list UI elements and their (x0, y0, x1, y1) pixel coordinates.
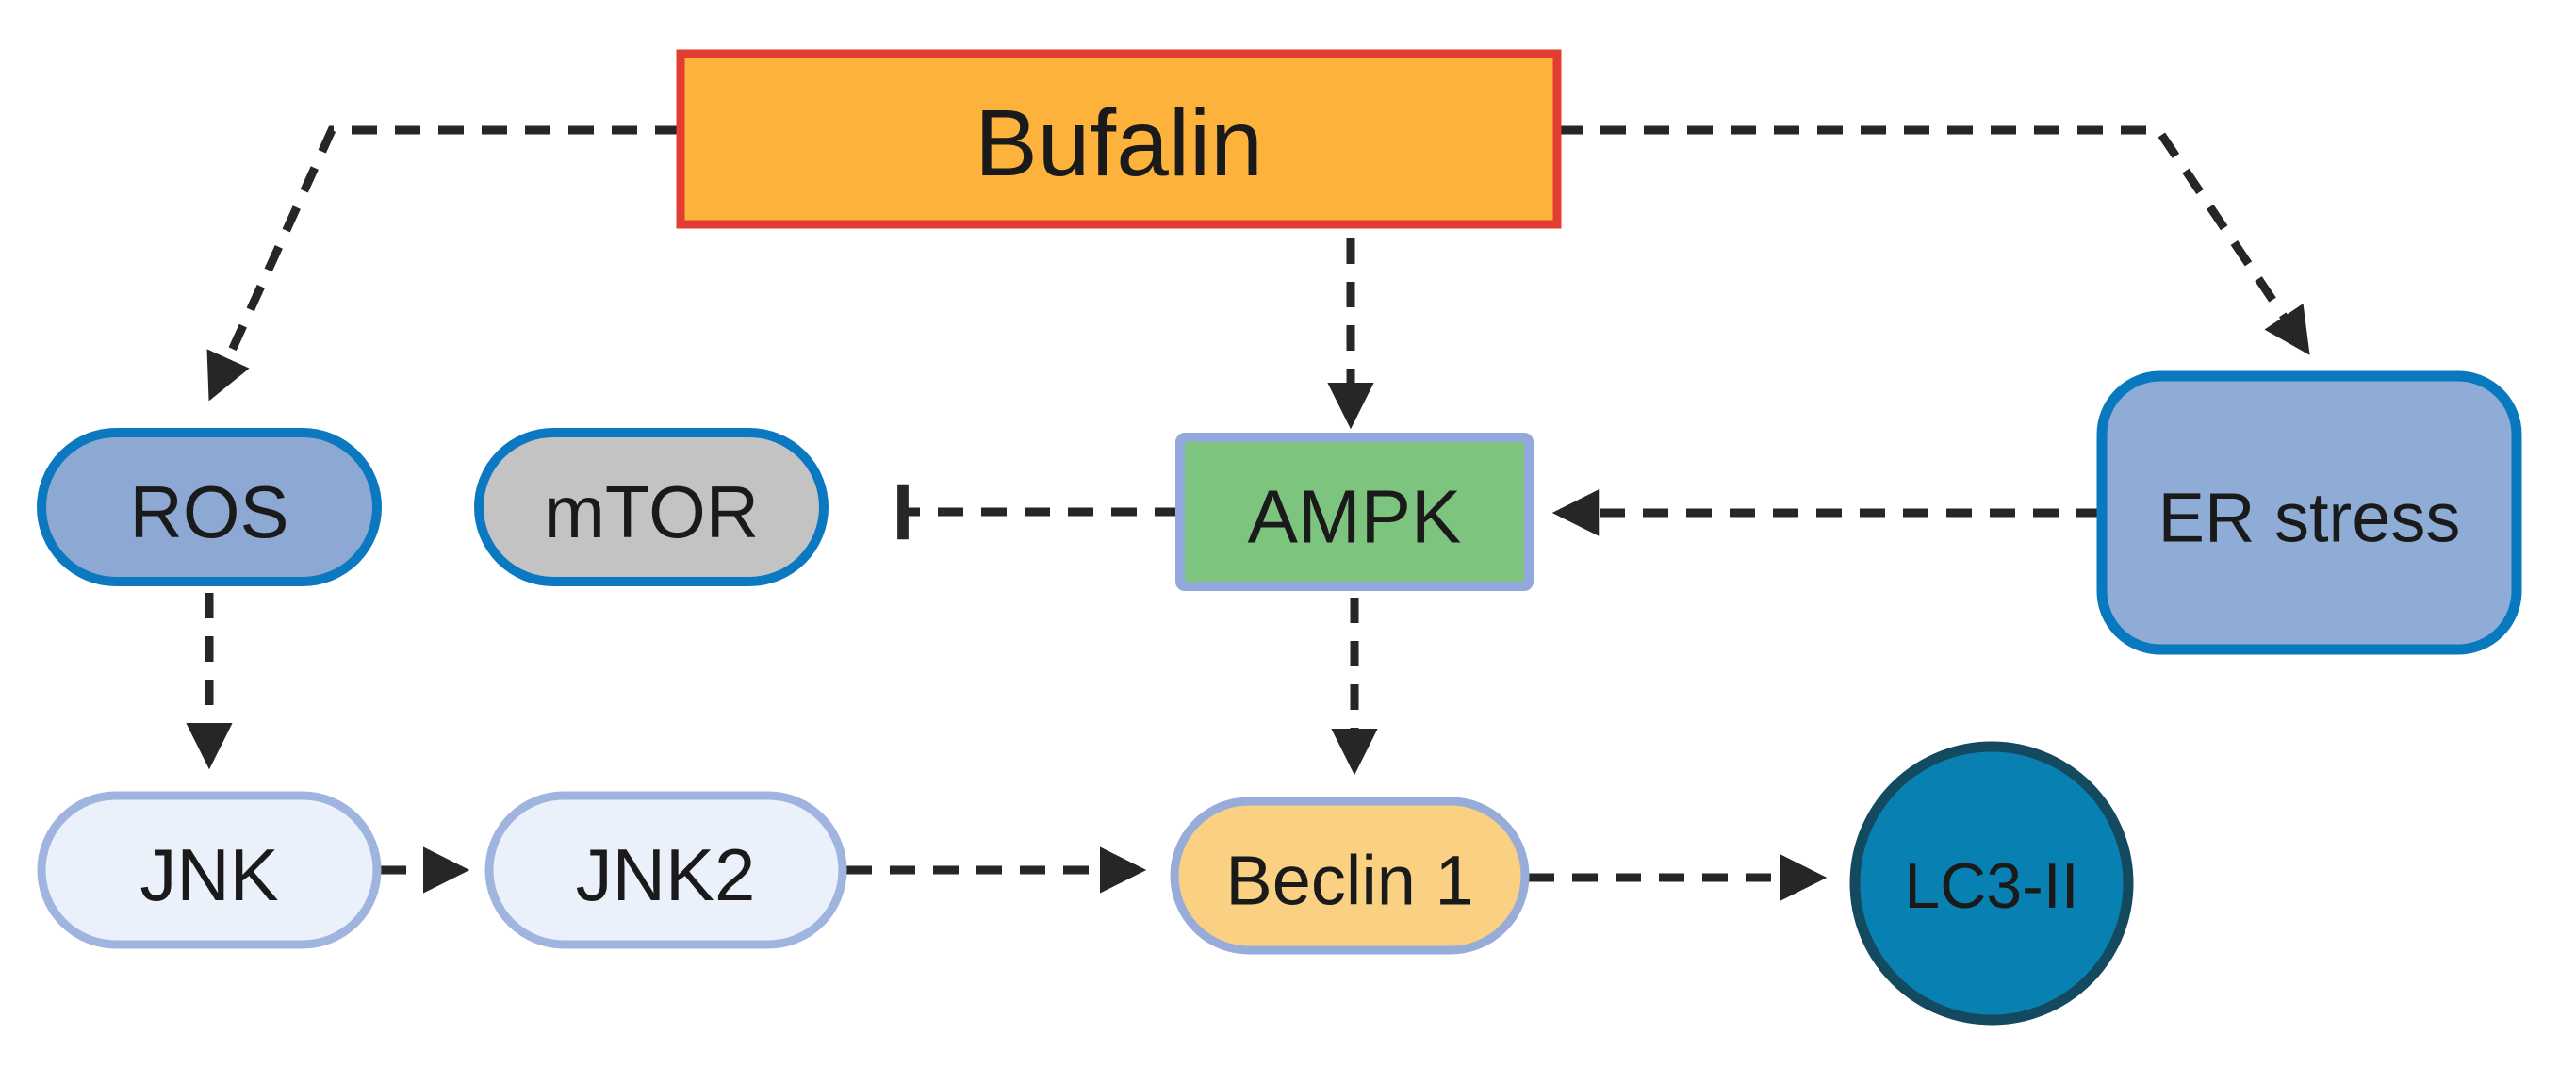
nodes-layer: Bufalin ROS mTOR AMPK ER stress JNK (37, 49, 2522, 1026)
node-bufalin: Bufalin (676, 49, 1562, 229)
node-lc3ii-shape (1849, 741, 2134, 1026)
edges-layer (186, 125, 2310, 901)
node-beclin1: Beclin 1 (1170, 797, 1530, 955)
node-jnk2: JNK2 (484, 791, 847, 949)
node-bufalin-label: Bufalin (975, 90, 1263, 196)
node-lc3ii-label: LC3-II (1904, 850, 2078, 922)
node-mtor-label: mTOR (544, 470, 759, 553)
node-bufalin-shape (676, 49, 1562, 229)
node-ampk: AMPK (1175, 433, 1534, 591)
node-er-stress-shape (2096, 370, 2522, 655)
node-mtor: mTOR (474, 428, 829, 586)
node-beclin1-label: Beclin 1 (1225, 842, 1473, 920)
node-beclin1-shape (1170, 797, 1530, 955)
node-jnk2-label: JNK2 (576, 833, 756, 916)
node-mtor-shape (474, 428, 829, 586)
node-jnk-label: JNK (139, 833, 278, 916)
node-er-stress-label: ER stress (2158, 479, 2461, 557)
node-ros-label: ROS (129, 470, 288, 553)
node-jnk-shape (37, 791, 382, 949)
node-ampk-shape (1175, 433, 1534, 591)
edge-bufalin-to-er-stress (1557, 125, 2310, 355)
node-ampk-label: AMPK (1248, 475, 1462, 559)
node-jnk2-shape (484, 791, 847, 949)
node-ros: ROS (37, 428, 382, 586)
node-jnk: JNK (37, 791, 382, 949)
node-lc3ii: LC3-II (1849, 741, 2134, 1026)
node-ros-shape (37, 428, 382, 586)
edge-bufalin-to-ros (206, 125, 681, 402)
node-er-stress: ER stress (2096, 370, 2522, 655)
